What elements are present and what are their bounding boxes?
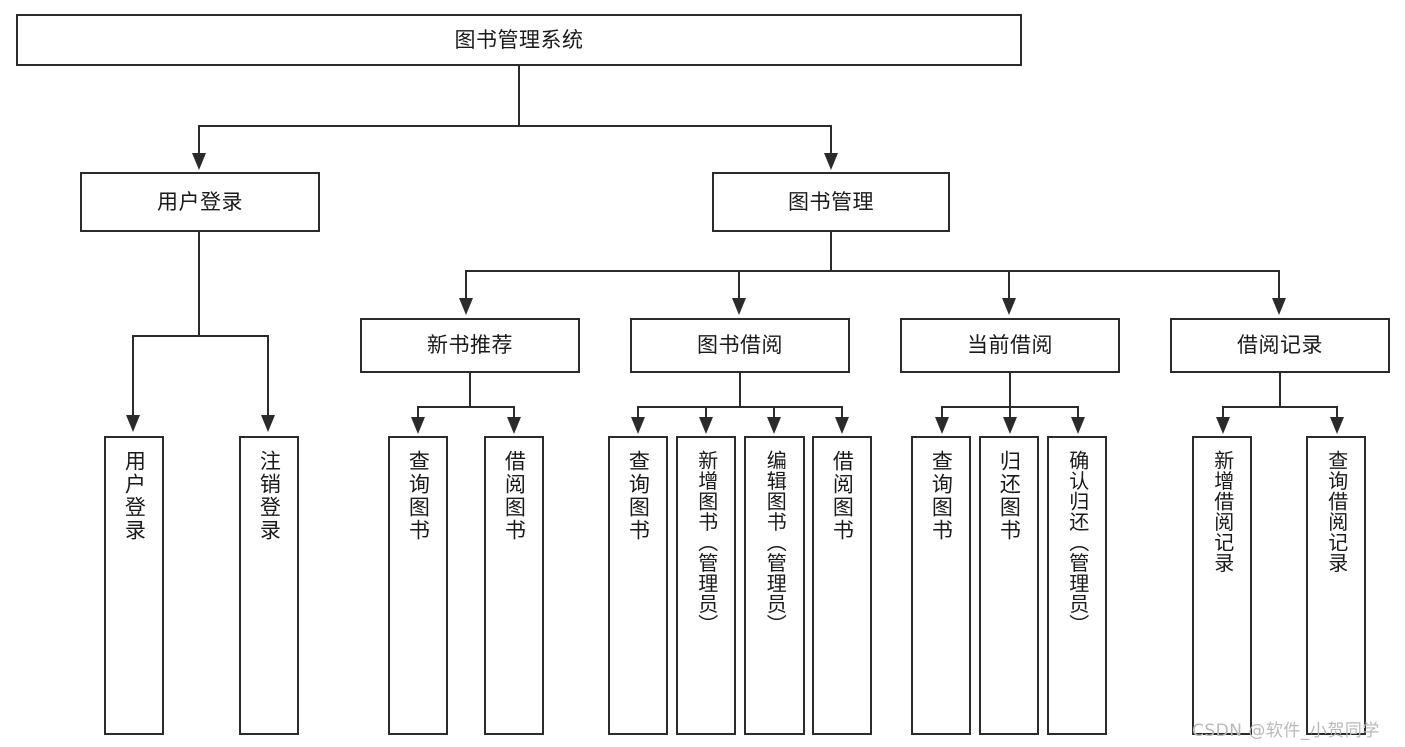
node-leaf-query-book-recommend[interactable]: 查询图书 — [388, 436, 448, 735]
node-label: 新增借阅记录 — [1210, 450, 1235, 573]
edge-borrow-to-leaf-3 — [773, 406, 775, 419]
node-leaf-borrow-book-borrow[interactable]: 借阅图书 — [812, 436, 872, 735]
edge-borrow-to-leaf-4 — [841, 406, 843, 419]
node-label: 图书借阅 — [697, 333, 783, 358]
edge-user-login-split-bar — [132, 335, 267, 337]
arrow-record-to-leaf-1 — [1216, 417, 1230, 434]
node-book-borrow[interactable]: 图书借阅 — [630, 318, 850, 373]
edge-root-split-bar — [198, 125, 832, 127]
node-book-management[interactable]: 图书管理 — [712, 172, 950, 232]
edge-record-split-bar — [1222, 406, 1338, 408]
edge-book-manage-stem — [830, 232, 832, 271]
node-label: 图书管理 — [788, 189, 874, 214]
node-label: 新增图书（管理员） — [694, 450, 719, 635]
edge-current-to-leaf-3 — [1077, 406, 1079, 419]
arrow-root-to-user-login — [192, 153, 206, 170]
arrow-borrow-to-leaf-1 — [631, 417, 645, 434]
edge-current-to-leaf-2 — [1009, 406, 1011, 419]
node-label: 借阅图书 — [830, 450, 855, 542]
edge-book-manage-to-c1 — [465, 270, 467, 300]
edge-current-stem — [1009, 373, 1011, 407]
edge-root-to-book-manage — [830, 125, 832, 155]
node-root-book-management-system[interactable]: 图书管理系统 — [16, 14, 1022, 66]
node-new-book-recommend[interactable]: 新书推荐 — [360, 318, 580, 373]
edge-recommend-to-leaf-2 — [513, 406, 515, 419]
edge-borrow-to-leaf-1 — [637, 406, 639, 419]
node-leaf-edit-book-admin[interactable]: 编辑图书（管理员） — [744, 436, 805, 735]
edge-record-stem — [1279, 373, 1281, 407]
node-user-login[interactable]: 用户登录 — [80, 172, 320, 232]
arrow-current-to-leaf-3 — [1071, 417, 1085, 434]
arrow-recommend-to-leaf-1 — [411, 417, 425, 434]
node-leaf-query-borrow-record[interactable]: 查询借阅记录 — [1306, 436, 1366, 735]
node-current-borrow[interactable]: 当前借阅 — [900, 318, 1120, 373]
arrow-current-to-leaf-2 — [1003, 417, 1017, 434]
node-label: 用户登录 — [157, 189, 243, 214]
node-label: 确认归还（管理员） — [1065, 450, 1090, 635]
arrow-borrow-to-leaf-4 — [835, 417, 849, 434]
arrow-book-manage-to-c4 — [1272, 298, 1286, 315]
node-leaf-confirm-return-admin[interactable]: 确认归还（管理员） — [1047, 436, 1107, 735]
node-leaf-add-book-admin[interactable]: 新增图书（管理员） — [676, 436, 736, 735]
edge-book-manage-to-c4 — [1278, 270, 1280, 300]
node-leaf-query-book-current[interactable]: 查询图书 — [911, 436, 971, 735]
node-borrow-record[interactable]: 借阅记录 — [1170, 318, 1390, 373]
arrow-user-login-to-leaf-1 — [126, 415, 140, 432]
csdn-watermark: CSDN @软件_小贺同学 — [1192, 721, 1380, 741]
node-label: 图书管理系统 — [454, 27, 584, 52]
node-label: 借阅图书 — [502, 450, 527, 542]
edge-book-manage-to-c3 — [1008, 270, 1010, 300]
node-label: 查询图书 — [406, 450, 431, 542]
arrow-borrow-to-leaf-3 — [767, 417, 781, 434]
edge-book-manage-split-bar — [465, 270, 1280, 272]
edge-root-to-user-login — [198, 125, 200, 155]
node-label: 查询借阅记录 — [1324, 450, 1349, 573]
node-leaf-add-borrow-record[interactable]: 新增借阅记录 — [1192, 436, 1252, 735]
node-label: 新书推荐 — [427, 333, 513, 358]
edge-record-to-leaf-1 — [1222, 406, 1224, 419]
edge-borrow-stem — [739, 373, 741, 407]
edge-user-login-to-leaf-2 — [267, 335, 269, 417]
edge-root-stem — [518, 66, 520, 125]
arrow-borrow-to-leaf-2 — [699, 417, 713, 434]
node-label: 查询图书 — [929, 450, 954, 542]
arrow-recommend-to-leaf-2 — [507, 417, 521, 434]
edge-recommend-stem — [469, 373, 471, 407]
node-label: 当前借阅 — [967, 333, 1053, 358]
node-label: 编辑图书（管理员） — [763, 450, 788, 635]
edge-record-to-leaf-2 — [1336, 406, 1338, 419]
arrow-book-manage-to-c3 — [1002, 298, 1016, 315]
arrow-current-to-leaf-1 — [935, 417, 949, 434]
node-leaf-logout-login[interactable]: 注销登录 — [239, 436, 299, 735]
node-label: 用户登录 — [122, 450, 147, 542]
node-label: 查询图书 — [626, 450, 651, 542]
edge-user-login-to-leaf-1 — [132, 335, 134, 417]
arrow-book-manage-to-c1 — [459, 298, 473, 315]
edge-borrow-split-bar — [637, 406, 842, 408]
edge-current-to-leaf-1 — [941, 406, 943, 419]
edge-borrow-to-leaf-2 — [705, 406, 707, 419]
node-leaf-query-book-borrow[interactable]: 查询图书 — [608, 436, 668, 735]
node-leaf-borrow-book-recommend[interactable]: 借阅图书 — [484, 436, 544, 735]
node-label: 借阅记录 — [1237, 333, 1323, 358]
edge-user-login-stem — [198, 232, 200, 336]
edge-recommend-split-bar — [417, 406, 515, 408]
edge-book-manage-to-c2 — [738, 270, 740, 300]
arrow-book-manage-to-c2 — [732, 298, 746, 315]
node-label: 注销登录 — [257, 450, 282, 542]
node-leaf-return-book[interactable]: 归还图书 — [979, 436, 1039, 735]
arrow-root-to-book-manage — [824, 153, 838, 170]
edge-recommend-to-leaf-1 — [417, 406, 419, 419]
node-leaf-user-login[interactable]: 用户登录 — [104, 436, 164, 735]
node-label: 归还图书 — [997, 450, 1022, 542]
arrow-record-to-leaf-2 — [1330, 417, 1344, 434]
arrow-user-login-to-leaf-2 — [261, 415, 275, 432]
